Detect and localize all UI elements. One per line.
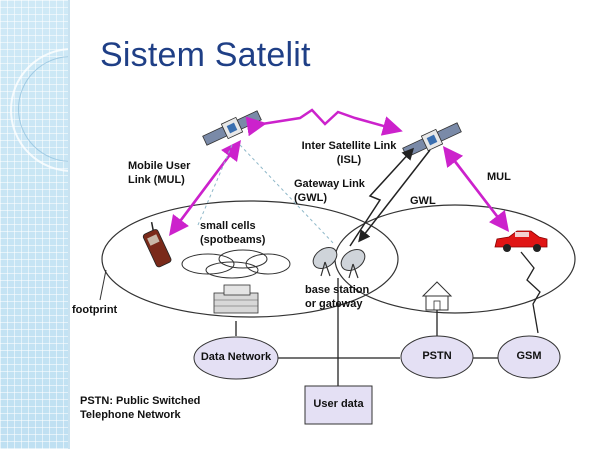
car-icon xyxy=(494,230,548,252)
gwl-left-link xyxy=(358,149,431,243)
decorative-sidebar xyxy=(0,0,68,449)
sidebar-edge xyxy=(68,0,70,449)
gwl-right-label: GWL xyxy=(410,195,436,207)
gsm-node-label: GSM xyxy=(516,350,542,362)
slide-title: Sistem Satelit xyxy=(100,36,311,74)
gwl-right-link xyxy=(349,147,415,247)
user-data-node xyxy=(304,385,373,425)
mul-right-link-back xyxy=(442,146,501,221)
network-connections xyxy=(235,251,541,386)
gsm-node xyxy=(497,335,561,379)
beam-dashed-2 xyxy=(197,144,233,226)
footprint-ellipse-left xyxy=(101,200,399,318)
footprint-ellipse-right xyxy=(334,204,576,314)
data-network-node-label: Data Network xyxy=(200,351,272,363)
satellite-right-icon xyxy=(402,122,462,158)
mobile-phone-icon xyxy=(142,221,172,268)
mul-right-label: MUL xyxy=(487,171,511,183)
small-cells-label: small cells (spotbeams) xyxy=(200,220,266,246)
isl-label: Inter Satellite Link (ISL) xyxy=(301,140,397,166)
base-station-label: base station or gateway xyxy=(305,284,370,310)
isl-link xyxy=(245,108,403,137)
data-network-building-icon xyxy=(213,284,259,314)
gateway-link-label: Gateway Link (GWL) xyxy=(294,178,365,204)
mul-left-label: Mobile User Link (MUL) xyxy=(128,160,191,186)
small-cells-ellipses xyxy=(181,249,291,279)
data-network-node xyxy=(193,336,279,380)
base-station-dishes-icon xyxy=(312,247,366,279)
pstn-node-label: PSTN xyxy=(422,350,452,362)
pstn-node xyxy=(400,335,474,379)
pstn-note-label: PSTN: Public Switched Telephone Network xyxy=(80,395,201,421)
footprint-pointer xyxy=(99,269,107,301)
footprint-label: footprint xyxy=(72,304,118,316)
user-data-node-label: User data xyxy=(313,398,364,410)
satellite-left-icon xyxy=(202,110,262,146)
beam-dashed-1 xyxy=(239,144,336,246)
mul-left-link-head xyxy=(177,140,241,225)
house-icon xyxy=(421,281,453,311)
